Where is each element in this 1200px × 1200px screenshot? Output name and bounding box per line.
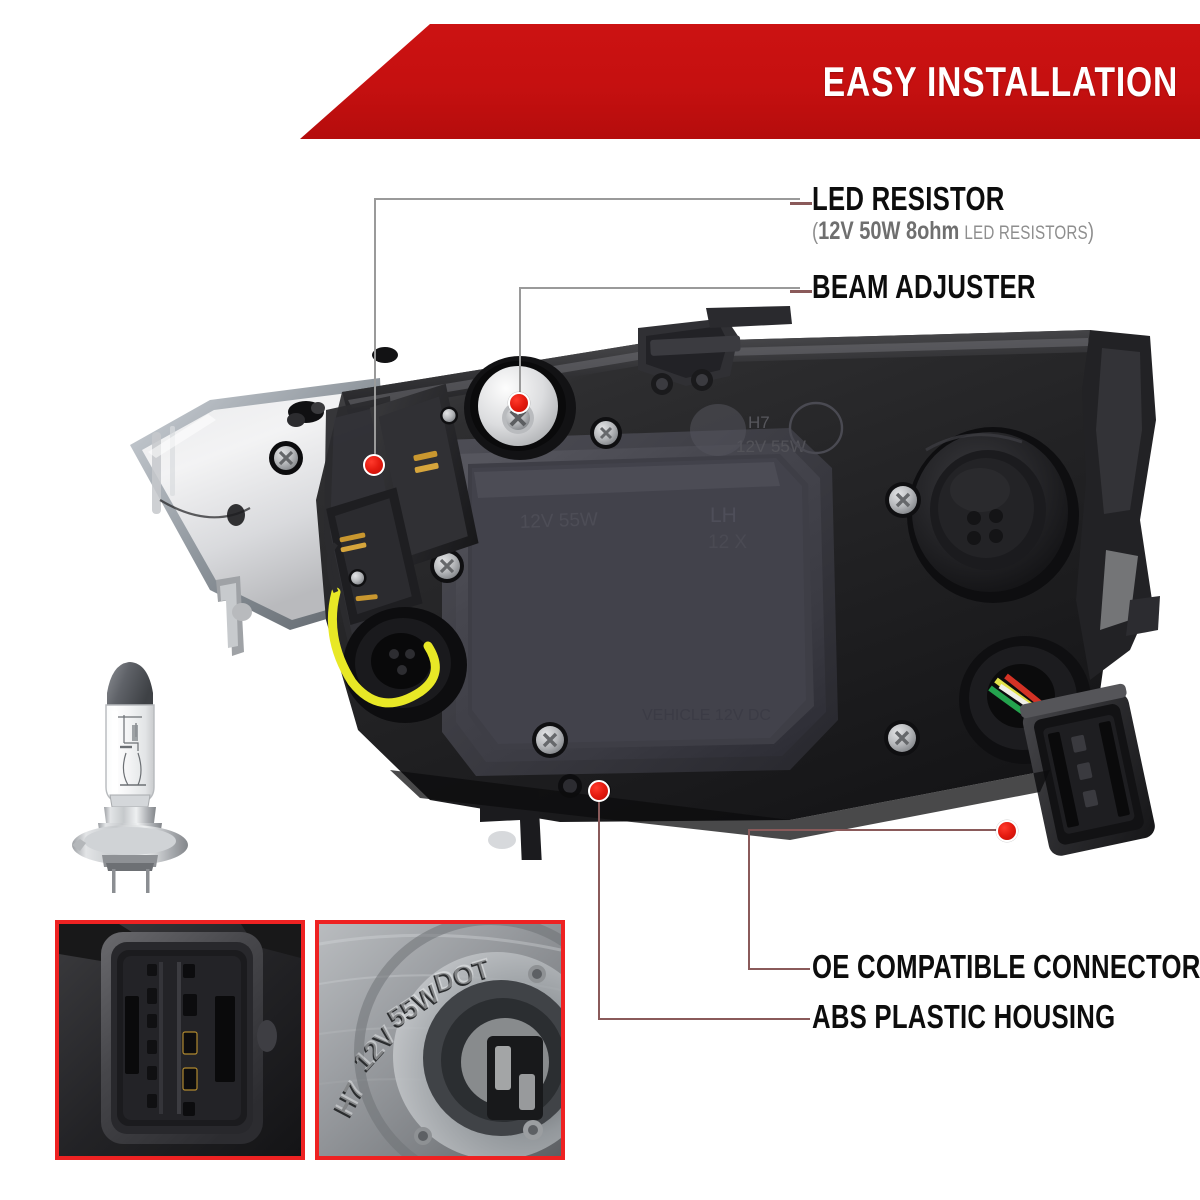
callout-led-resistor-subtitle: (12V 50W 8ohm LED RESISTORS) [812, 218, 1094, 247]
headlight-assembly-image: 12V 55W LH 12 X VEHICLE 12V DC [90, 300, 1160, 860]
svg-text:VEHICLE 12V DC: VEHICLE 12V DC [642, 707, 771, 724]
connector-closeup-inset [55, 920, 305, 1160]
banner-title: EASY INSTALLATION [822, 57, 1178, 105]
leader-oe-connector-horizontal-top [748, 829, 1010, 831]
leader-abs-housing-horizontal [598, 1018, 810, 1020]
svg-text:12 X: 12 X [708, 532, 747, 553]
marker-abs-housing [588, 780, 610, 802]
leader-led-resistor-stub [790, 202, 812, 205]
leader-oe-connector-horizontal-bottom [748, 968, 810, 970]
callout-oe-connector: OE COMPATIBLE CONNECTOR [812, 950, 1200, 984]
marker-led-resistor [363, 454, 385, 476]
header-banner: EASY INSTALLATION [0, 24, 1200, 139]
banner-shape [300, 24, 1200, 139]
svg-text:LH: LH [710, 504, 737, 527]
svg-text:12V 55W: 12V 55W [736, 437, 806, 456]
sub-spec: 12V 50W 8ohm [818, 217, 960, 245]
sub-open-paren: ( [812, 218, 819, 244]
svg-text:12V 55W: 12V 55W [519, 509, 598, 533]
sub-desc: LED RESISTORS [964, 223, 1088, 244]
callout-led-resistor-title: LED RESISTOR [812, 180, 1005, 217]
sub-close-paren: ) [1087, 218, 1094, 244]
leader-beam-adjuster-vertical [519, 287, 521, 405]
marker-beam-adjuster [508, 392, 530, 414]
bulb-base-closeup-inset: H7 12V 55W DOT H7 12V 55W DOT [315, 920, 565, 1160]
leader-beam-adjuster-stub [790, 290, 812, 293]
callout-beam-adjuster: BEAM ADJUSTER [812, 270, 1099, 304]
svg-text:H7: H7 [748, 413, 770, 432]
callout-abs-housing: ABS PLASTIC HOUSING [812, 1000, 1200, 1034]
leader-led-resistor-vertical [374, 198, 376, 466]
callout-led-resistor: LED RESISTOR (12V 50W 8ohm LED RESISTORS… [812, 182, 1164, 247]
leader-abs-housing-vertical [598, 798, 600, 1020]
callout-beam-adjuster-title: BEAM ADJUSTER [812, 268, 1036, 305]
marker-oe-connector [996, 820, 1018, 842]
leader-beam-adjuster-horizontal [519, 287, 800, 289]
h7-bulb-image [50, 655, 215, 895]
leader-oe-connector-vertical [748, 829, 750, 970]
callout-abs-housing-title: ABS PLASTIC HOUSING [812, 998, 1116, 1035]
leader-led-resistor-horizontal [374, 198, 800, 200]
callout-oe-connector-title: OE COMPATIBLE CONNECTOR [812, 948, 1200, 985]
